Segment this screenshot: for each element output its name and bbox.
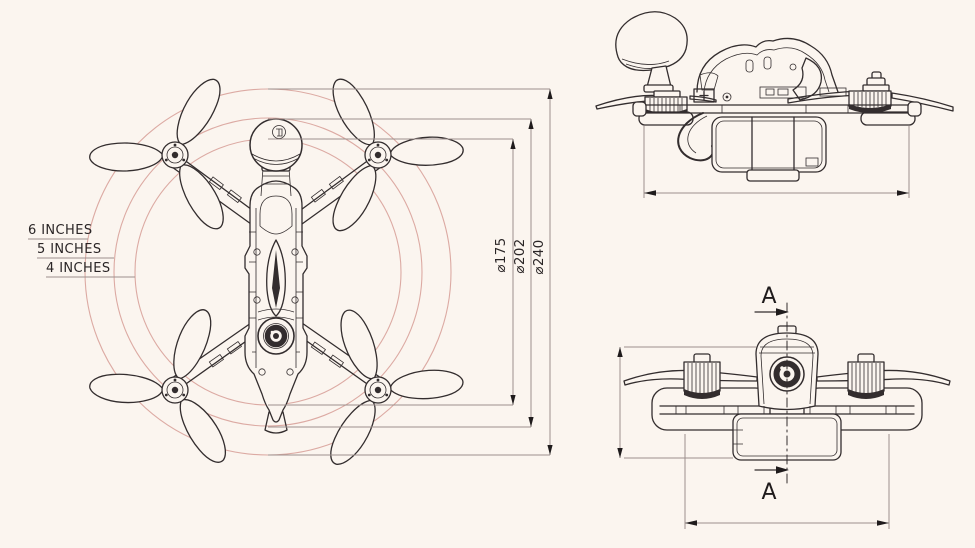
dim-diameter-202: ⌀202 [512,238,528,273]
diameter-dimensions: ⌀175 ⌀202 ⌀240 [268,88,553,456]
front-motor-right [848,71,892,113]
dim-diameter-240: ⌀240 [531,239,547,274]
section-line-AA: A A [754,284,789,505]
propeller-bottom-left [88,304,235,470]
circle-5-inch [113,117,423,427]
label-4-inches: 4 INCHES [46,261,110,276]
drone-body-top [244,118,308,434]
center-dart [272,250,280,308]
propeller-bottom-right [322,305,465,472]
front-canopy [693,37,847,103]
gps-antenna-front [615,11,688,93]
front-view [595,11,954,198]
body-screws [253,248,299,376]
section-marker-bottom: A [761,480,776,505]
front-frame [632,101,922,126]
side-height-dimension [617,346,756,459]
front-width-dimension [643,126,910,198]
dim-diameter-175: ⌀175 [493,237,509,272]
side-width-dimension [684,434,890,529]
center-slot [266,239,286,317]
top-view: 6 INCHES 5 INCHES 4 INCHES ⌀175 ⌀202 ⌀24… [28,72,553,472]
section-marker-top: A [761,284,776,309]
front-battery [677,112,827,182]
canopy-line [259,195,293,235]
tail-fork [264,411,288,434]
propeller-top-right [324,72,465,238]
side-motor-right [847,353,885,399]
side-view: A A [617,284,951,529]
label-6-inches: 6 INCHES [28,223,92,238]
prop-size-callouts: 6 INCHES 5 INCHES 4 INCHES [28,223,135,278]
propeller-top-left [89,72,233,236]
camera-lens [257,308,295,355]
battery-lead-connector [693,88,715,103]
side-motor-left [683,353,721,399]
label-5-inches: 5 INCHES [37,242,101,257]
